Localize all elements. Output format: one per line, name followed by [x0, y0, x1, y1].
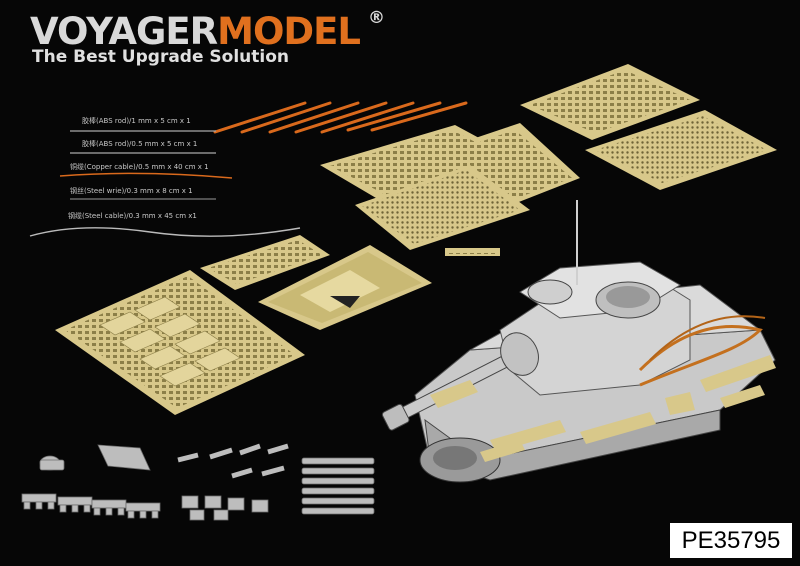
- brass-fret-large: [55, 270, 305, 415]
- registered-mark: ®: [368, 8, 385, 28]
- abs-rods: [213, 101, 468, 134]
- legend-abs-rod-1mm: 胶棒(ABS rod)/1 mm x 5 cm x 1: [82, 117, 191, 125]
- resin-parts: [21, 443, 375, 521]
- product-code: PE35795: [670, 523, 792, 558]
- tagline: The Best Upgrade Solution: [32, 47, 290, 67]
- legend-steel-cable: 钢缆(Steel cable)/0.3 mm x 45 cm x1: [68, 212, 197, 220]
- legend-copper-cable: 铜缆(Copper cable)/0.5 mm x 40 cm x 1: [70, 163, 209, 171]
- logo-model: MODEL: [217, 10, 361, 53]
- brand-logo: VOYAGERMODEL: [30, 10, 361, 54]
- tank-model: [381, 200, 776, 483]
- legend-abs-rod-05mm: 胶棒(ABS rod)/0.5 mm x 5 cm x 1: [82, 140, 198, 148]
- wire-samples: [29, 130, 301, 237]
- logo-voyager: VOYAGER: [30, 10, 218, 53]
- brass-fret-middle: [200, 235, 432, 330]
- legend-steel-wire: 钢丝(Steel wrie)/0.3 mm x 8 cm x 1: [70, 187, 193, 195]
- brass-fret-top: [320, 64, 777, 256]
